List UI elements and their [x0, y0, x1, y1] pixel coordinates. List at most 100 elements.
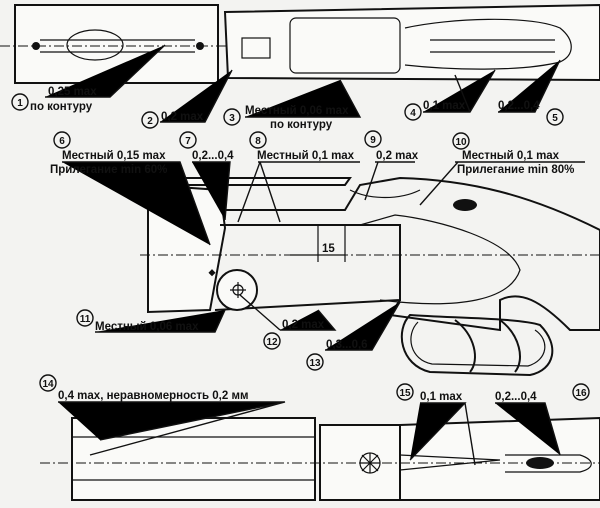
leader-lines — [45, 44, 585, 466]
callout-number: 12 — [266, 337, 278, 348]
callout-circle — [364, 130, 382, 148]
callout-circle — [53, 131, 71, 149]
callout-8: 8 Местный 0,1 max — [249, 131, 355, 162]
callout-1: 1 0,25 max по контуру — [11, 86, 97, 113]
drawing-line — [419, 161, 585, 206]
drawing-line — [454, 319, 476, 373]
drawing-line — [498, 59, 561, 113]
callout-label: 0,2...0,4 — [498, 100, 540, 112]
callout-label: 0,1 max — [420, 391, 463, 403]
callout-circle — [179, 131, 197, 149]
callout-4: 4 0,1 max — [404, 100, 466, 121]
callout-circle — [572, 383, 590, 401]
callout-circle — [306, 353, 324, 371]
callout-circle — [39, 374, 57, 392]
drawing-line — [230, 282, 246, 298]
callout-5: 5 0,2...0,4 — [498, 100, 564, 126]
callout-circle — [452, 132, 470, 150]
callout-circle — [76, 309, 94, 327]
callout-label: Местный 0,1 max — [257, 150, 355, 162]
drawing-line — [325, 301, 401, 351]
callout-number: 10 — [455, 137, 467, 148]
drawing-line — [241, 37, 271, 59]
callout-number: 3 — [229, 113, 235, 124]
callout-label: 0,2 max — [161, 111, 204, 123]
callout-label: Местный 0,1 max — [462, 150, 560, 162]
drawing-line — [400, 313, 554, 377]
callout-15: 15 0,1 max — [396, 383, 463, 403]
callout-label: 0,1 max — [423, 100, 466, 112]
callout-circle — [404, 103, 422, 121]
callout-circle — [141, 111, 159, 129]
drawing-line — [290, 225, 346, 262]
drawing-line — [95, 309, 226, 333]
drawing-line — [245, 79, 362, 118]
callout-16: 16 0,2...0,4 — [495, 383, 590, 403]
callout-circle — [546, 108, 564, 126]
callout-2: 2 0,2 max — [141, 111, 204, 129]
callout-label: 0,3...0,6 — [326, 339, 368, 351]
callout-label: 0,2 max — [282, 319, 325, 331]
drawing-line — [214, 224, 401, 311]
callout-11: 11 Местный 0,06 max — [76, 309, 199, 333]
drawing-line — [208, 269, 216, 277]
callout-10: 10 Местный 0,1 max Прилегание min 80% — [452, 132, 574, 176]
drawing-line — [239, 294, 337, 331]
receiver-side-view: 15 — [139, 176, 600, 332]
callout-label: Местный 0,15 max — [62, 150, 166, 162]
drawing-line — [495, 402, 561, 456]
callout-number: 14 — [42, 379, 54, 390]
callout-label: по контуру — [30, 101, 93, 113]
drawing-line — [40, 39, 195, 53]
callout-3: 3 Местный 0,06 max по контуру — [223, 105, 349, 131]
drawing-line — [349, 189, 421, 199]
callout-label: 0,25 max — [48, 86, 97, 98]
callout-number: 2 — [147, 116, 153, 127]
drawing-line — [58, 401, 286, 456]
callout-label: Прилегание min 80% — [457, 164, 574, 176]
callout-label: Местный 0,06 max — [95, 321, 199, 333]
callout-number: 9 — [370, 135, 376, 146]
callout-number: 7 — [185, 136, 191, 147]
callout-number: 13 — [309, 358, 321, 369]
drawing-line — [409, 402, 476, 466]
callout-6: 6 Местный 0,15 max Прилегание min 60% — [50, 131, 167, 176]
top-part-receiver — [223, 3, 600, 82]
callout-circle — [263, 332, 281, 350]
drawing-line — [160, 69, 233, 123]
drawing-line — [453, 199, 477, 211]
callout-number: 11 — [80, 314, 91, 325]
callout-12: 12 0,2 max — [263, 319, 325, 350]
drawing-line — [223, 3, 600, 82]
callout-9: 9 0,2 max — [364, 130, 419, 162]
callout-label: 0,2...0,4 — [192, 150, 234, 162]
callout-number: 16 — [575, 388, 587, 399]
callout-label: 0,2 max — [376, 150, 419, 162]
drawing-line — [423, 69, 496, 113]
drawing-line — [237, 161, 360, 223]
dimension-label: 15 — [322, 243, 335, 255]
callout-number: 1 — [17, 98, 23, 109]
callout-number: 5 — [552, 113, 558, 124]
callout-number: 8 — [255, 136, 261, 147]
drawing-line — [364, 161, 415, 201]
callout-label: по контуру — [270, 119, 333, 131]
drawing-line — [225, 176, 600, 332]
drawing-line — [430, 39, 555, 53]
callout-label: 0,2...0,4 — [495, 391, 537, 403]
callout-circle — [249, 131, 267, 149]
drawing-line — [192, 161, 231, 221]
callout-14: 14 0,4 max, неравномерность 0,2 мм — [39, 374, 248, 402]
drawing-line — [66, 29, 124, 61]
drawing-line — [359, 214, 521, 305]
callout-circle — [396, 383, 414, 401]
callout-7: 7 0,2...0,4 — [179, 131, 234, 162]
callout-number: 4 — [410, 108, 416, 119]
drawing-line — [62, 161, 211, 246]
trigger-guard — [400, 313, 554, 377]
drawing-line — [499, 319, 521, 373]
callout-label: Прилегание min 60% — [50, 164, 167, 176]
callout-number: 6 — [59, 136, 65, 147]
